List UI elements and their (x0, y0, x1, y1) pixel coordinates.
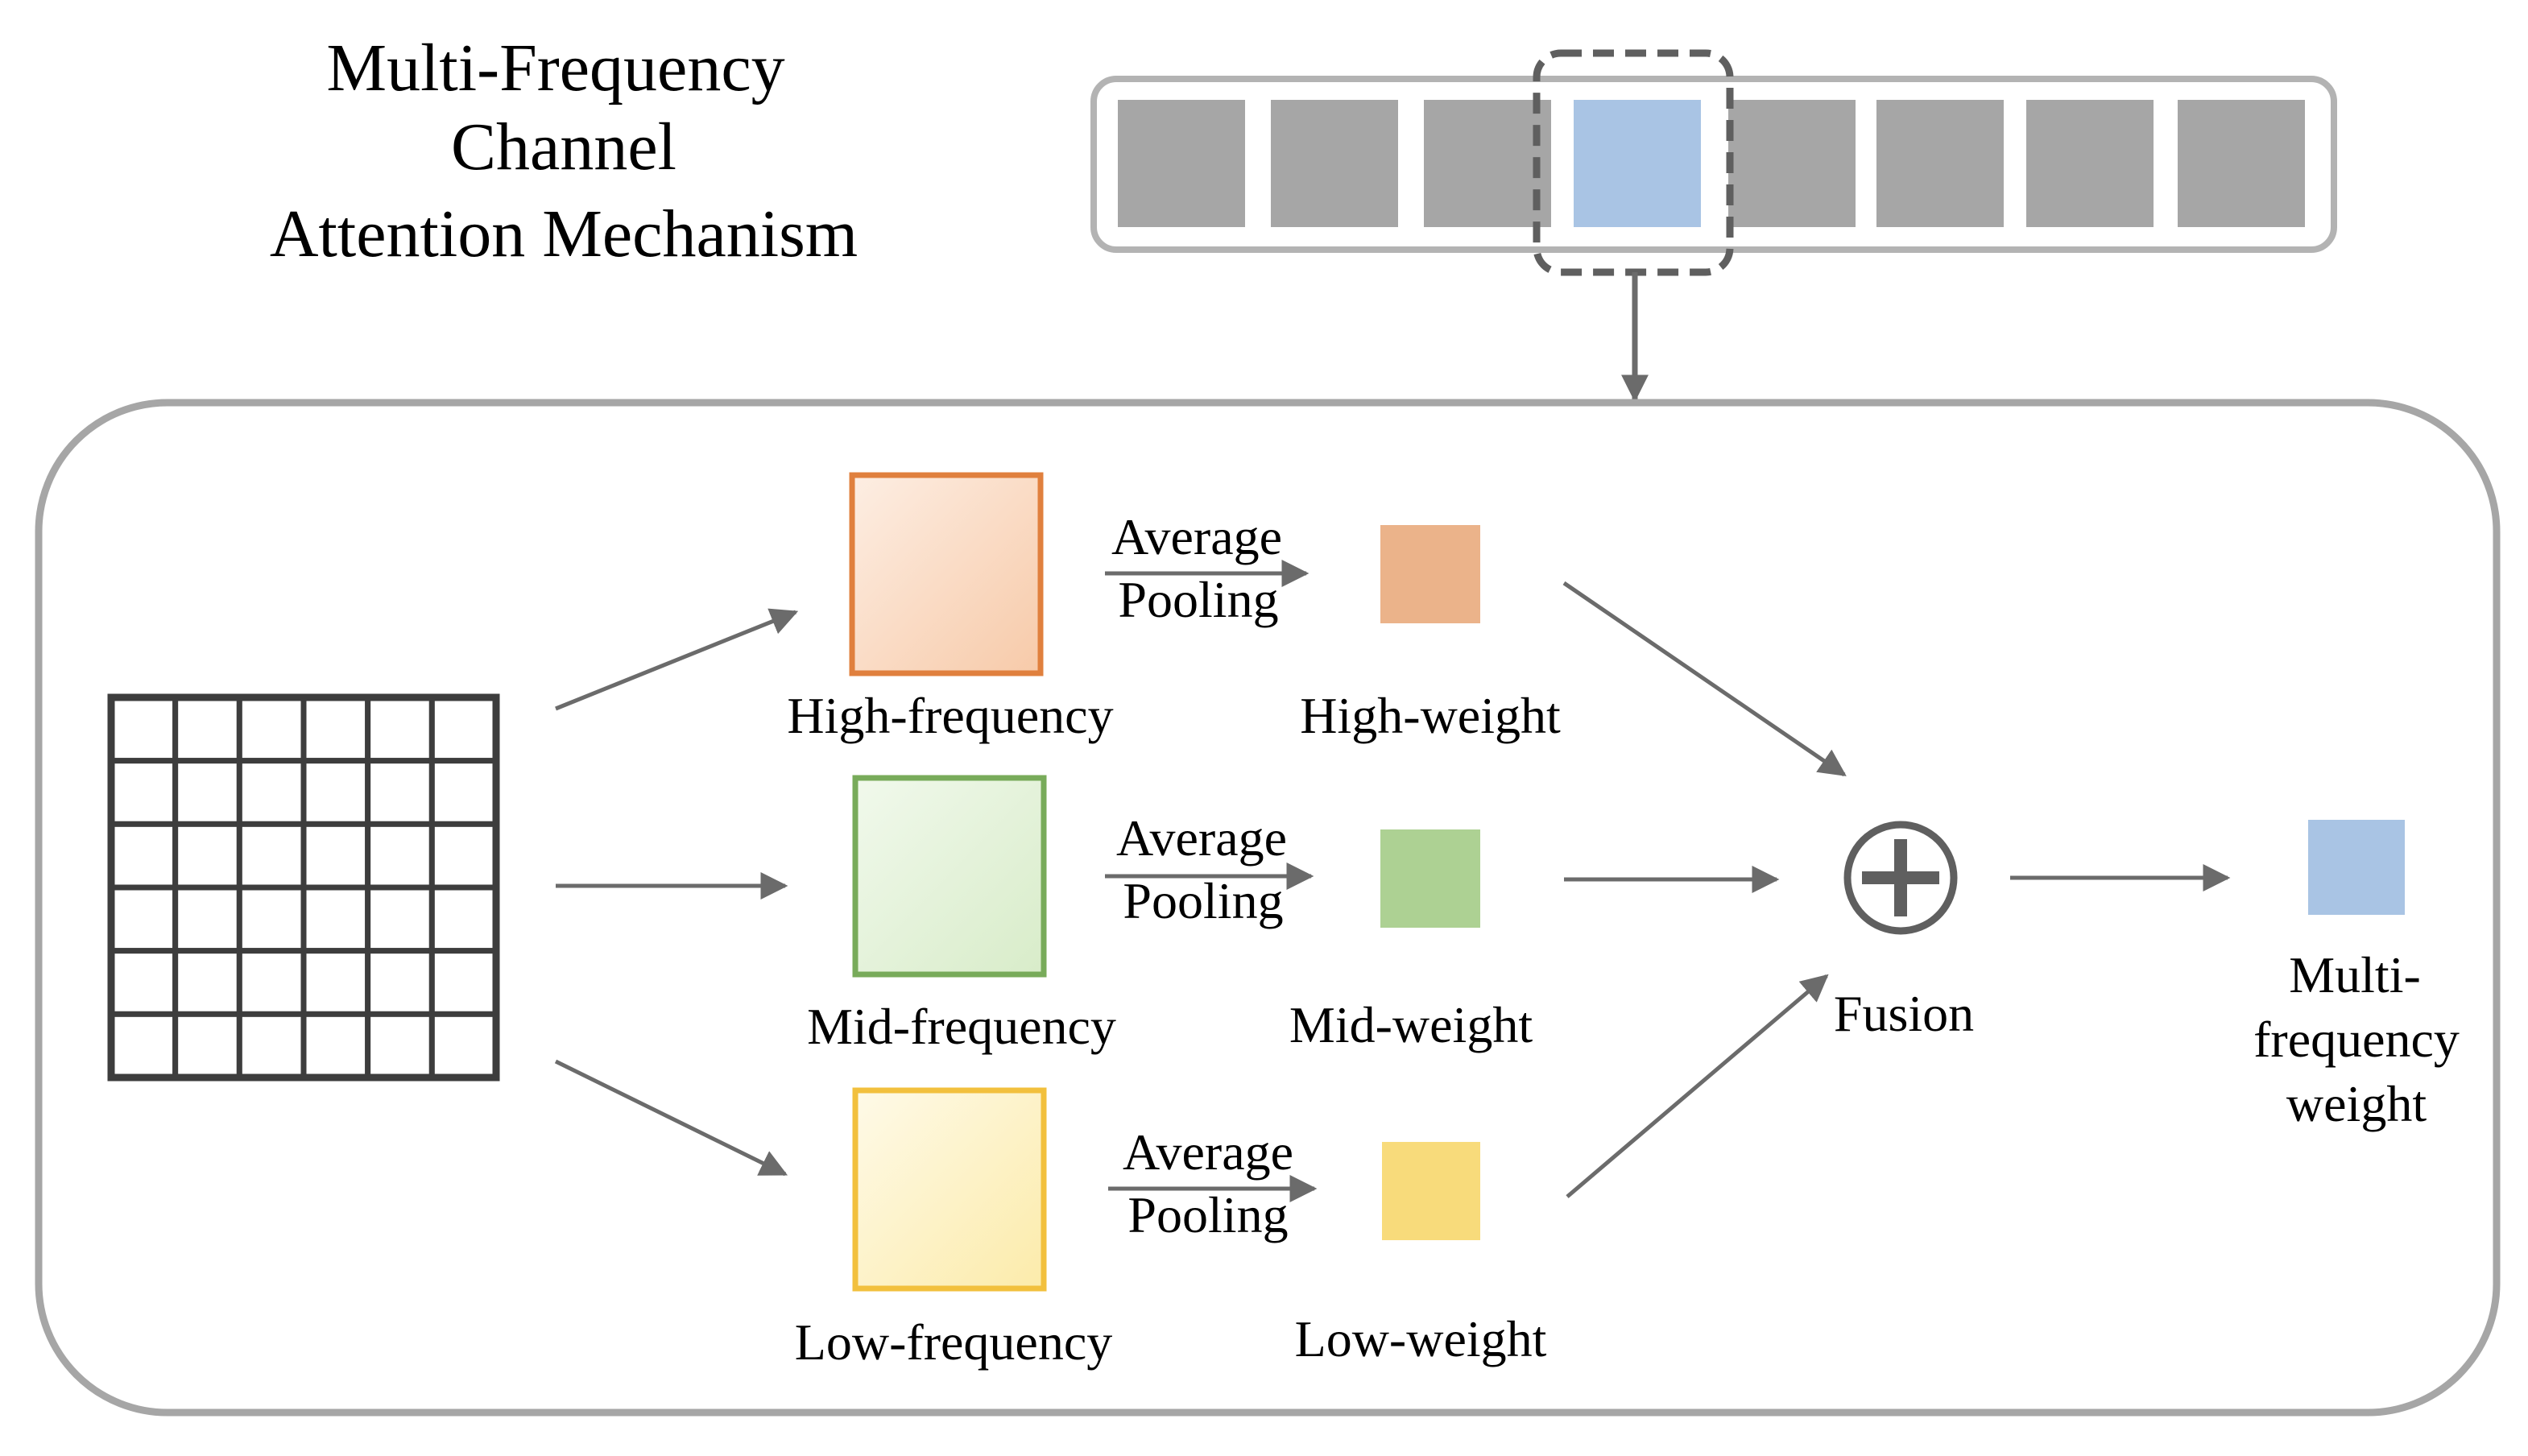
output-label: Multi- frequency weight (2253, 946, 2460, 1132)
grid-cell (365, 884, 435, 954)
channel-slot-selected (1574, 100, 1701, 227)
mid-pool-label-1: Average (1116, 809, 1287, 867)
grid-cell (428, 758, 499, 827)
mid-frequency-label: Mid-frequency (807, 998, 1116, 1055)
low-pool-label-1: Average (1123, 1123, 1293, 1181)
grid-cell (108, 1011, 179, 1081)
high-frequency-block (849, 472, 1044, 676)
channel-slot (1424, 100, 1551, 227)
diagram-title: Multi-Frequency Channel Attention Mechan… (270, 31, 858, 271)
grid-cell (236, 821, 307, 891)
low-pool-label-2: Pooling (1127, 1186, 1288, 1243)
low-weight-label: Low-weight (1295, 1310, 1547, 1367)
grid-cell (365, 1011, 435, 1081)
grid-cell (108, 694, 179, 764)
output-label-line-3: weight (2286, 1075, 2427, 1132)
title-line-1: Multi-Frequency (326, 31, 784, 105)
grid-cell (236, 1011, 307, 1081)
low-to-fusion-arrow (1566, 974, 1829, 1198)
grid-cell (236, 694, 307, 764)
channel-slot (1728, 100, 1856, 227)
channel-slot (2026, 100, 2154, 227)
output-label-line-1: Multi- (2289, 946, 2421, 1003)
high-pool-label-2: Pooling (1118, 571, 1278, 628)
low-weight-square (1382, 1142, 1480, 1240)
channel-strip (1090, 49, 2337, 276)
mid-frequency-block (852, 775, 1047, 978)
high-weight-square (1380, 525, 1480, 623)
multi-frequency-weight-square (2308, 820, 2405, 915)
grid-cell (428, 694, 499, 764)
grid-cell (108, 948, 179, 1017)
grid-cell (236, 948, 307, 1017)
low-frequency-block (852, 1087, 1047, 1292)
channel-strip-frame (1090, 76, 2337, 253)
grid-cell (172, 884, 242, 954)
branch-mid: Mid-frequency Average Pooling Mid-weight (807, 775, 1533, 1055)
high-to-fusion-arrow (1562, 581, 1847, 777)
mid-pool-label-2: Pooling (1123, 872, 1283, 929)
grid-cell (108, 758, 179, 827)
title-line-2: Channel (451, 110, 676, 184)
grid-cell (428, 1011, 499, 1081)
grid-cell (300, 1011, 371, 1081)
high-weight-label: High-weight (1300, 687, 1561, 744)
branch-high: High-frequency Average Pooling High-weig… (787, 472, 1561, 744)
fusion-plus-icon (1843, 821, 1958, 935)
channel-slot (1876, 100, 2004, 227)
output-label-line-2: frequency (2253, 1011, 2460, 1068)
grid-cell (300, 758, 371, 827)
fusion-label: Fusion (1834, 985, 1974, 1042)
grid-cell (365, 821, 435, 891)
branch-low: Low-frequency Average Pooling Low-weight (795, 1087, 1547, 1371)
high-frequency-label: High-frequency (787, 687, 1113, 744)
grid-cell (365, 948, 435, 1017)
grid-cell (365, 758, 435, 827)
mid-weight-label: Mid-weight (1289, 996, 1533, 1053)
grid-cell (365, 694, 435, 764)
grid-to-high-arrow (555, 608, 799, 711)
grid-cell (172, 758, 242, 827)
grid-cell (172, 694, 242, 764)
low-frequency-label: Low-frequency (795, 1313, 1112, 1371)
grid-cell (428, 821, 499, 891)
grid-cell (300, 948, 371, 1017)
grid-cell (300, 884, 371, 954)
grid-to-low-arrow (554, 1059, 788, 1177)
grid-frame (107, 693, 500, 1082)
grid-cell (236, 758, 307, 827)
grid-cell (300, 821, 371, 891)
high-pool-label-1: Average (1111, 508, 1282, 565)
channel-slot (2178, 100, 2305, 227)
channel-slot (1118, 100, 1245, 227)
channel-slots (1118, 100, 2305, 227)
channel-slot (1271, 100, 1398, 227)
grid-cell (172, 948, 242, 1017)
grid-cell (428, 884, 499, 954)
grid-cell (108, 821, 179, 891)
grid-cell (428, 948, 499, 1017)
grid-cell (172, 821, 242, 891)
grid-cell (236, 884, 307, 954)
input-feature-grid (107, 693, 500, 1082)
grid-cell (108, 884, 179, 954)
grid-cell (172, 1011, 242, 1081)
module-panel (35, 399, 2501, 1417)
grid-cell (300, 694, 371, 764)
mid-weight-square (1380, 829, 1480, 928)
title-line-3: Attention Mechanism (270, 196, 858, 271)
